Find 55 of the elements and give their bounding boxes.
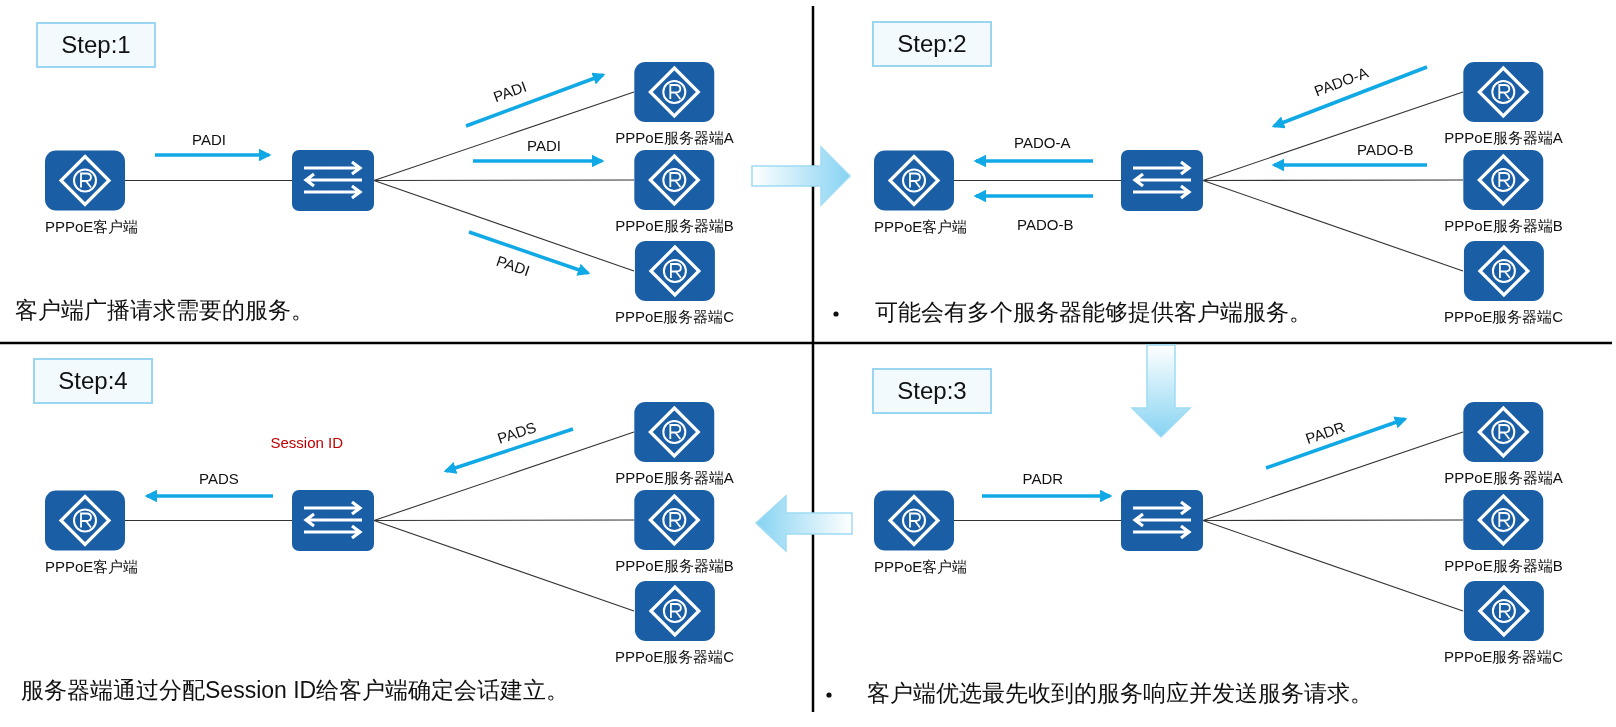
device-label: PPPoE服务器端C bbox=[614, 308, 735, 326]
flow-arrow bbox=[754, 494, 853, 553]
device-label: PPPoE服务器端A bbox=[615, 129, 734, 147]
caption-text: 客户端优选最先收到的服务响应并发送服务请求。 bbox=[867, 679, 1373, 707]
connection-line bbox=[373, 431, 635, 522]
connection-line bbox=[373, 519, 635, 612]
device-label: PPPoE客户端 bbox=[874, 218, 968, 236]
step-box: Step:1 bbox=[36, 22, 156, 68]
message-label: PADI bbox=[490, 77, 529, 107]
connection-line bbox=[373, 91, 635, 182]
message-label: PADR bbox=[1022, 470, 1064, 488]
message-label: PADI bbox=[494, 251, 532, 281]
caption-text: 可能会有多个服务器能够提供客户端服务。 bbox=[875, 298, 1312, 326]
step-box: Step:3 bbox=[872, 368, 992, 414]
connection-line bbox=[1202, 431, 1464, 522]
connection-line bbox=[1202, 179, 1464, 272]
flow-arrow bbox=[1130, 344, 1192, 439]
device-label: PPPoE服务器端B bbox=[1444, 557, 1563, 575]
device-label: PPPoE客户端 bbox=[45, 558, 139, 576]
message-label: PADO-B bbox=[1357, 141, 1414, 159]
message-label: PADR bbox=[1302, 417, 1347, 449]
connection-line bbox=[953, 519, 1122, 522]
device-label: PPPoE客户端 bbox=[874, 558, 968, 576]
device-label: PPPoE服务器端C bbox=[1443, 648, 1564, 666]
connection-line bbox=[373, 179, 635, 272]
device-label: PPPoE服务器端B bbox=[615, 217, 734, 235]
device-label: PPPoE服务器端C bbox=[1443, 308, 1564, 326]
message-label: PADI bbox=[527, 137, 561, 155]
step-box: Step:2 bbox=[872, 21, 992, 67]
device-label: PPPoE服务器端A bbox=[1444, 469, 1563, 487]
connection-line bbox=[373, 519, 635, 522]
connection-line bbox=[124, 519, 293, 522]
connection-line bbox=[1202, 179, 1464, 182]
device-label: PPPoE服务器端B bbox=[615, 557, 734, 575]
device-label: PPPoE服务器端A bbox=[1444, 129, 1563, 147]
device-label: PPPoE客户端 bbox=[45, 218, 139, 236]
step-box: Step:4 bbox=[33, 358, 153, 404]
message-label: PADI bbox=[192, 131, 226, 149]
caption-text: 服务器端通过分配Session ID给客户端确定会话建立。 bbox=[21, 676, 570, 704]
message-label: PADS bbox=[199, 470, 239, 488]
connection-line bbox=[1202, 519, 1464, 522]
connection-line bbox=[124, 179, 293, 182]
device-label: PPPoE服务器端B bbox=[1444, 217, 1563, 235]
flow-arrow bbox=[751, 145, 852, 207]
message-label: Session ID bbox=[270, 434, 344, 452]
device-label: PPPoE服务器端A bbox=[615, 469, 734, 487]
device-label: PPPoE服务器端C bbox=[614, 648, 735, 666]
connection-line bbox=[373, 179, 635, 182]
message-label: PADO-B bbox=[1017, 216, 1074, 234]
connection-line bbox=[1202, 91, 1464, 182]
message-label: PADO-A bbox=[1014, 134, 1071, 152]
connection-line bbox=[1202, 519, 1464, 612]
connection-line bbox=[953, 179, 1122, 182]
caption-text: 客户端广播请求需要的服务。 bbox=[15, 296, 314, 324]
message-label: PADS bbox=[495, 418, 539, 448]
